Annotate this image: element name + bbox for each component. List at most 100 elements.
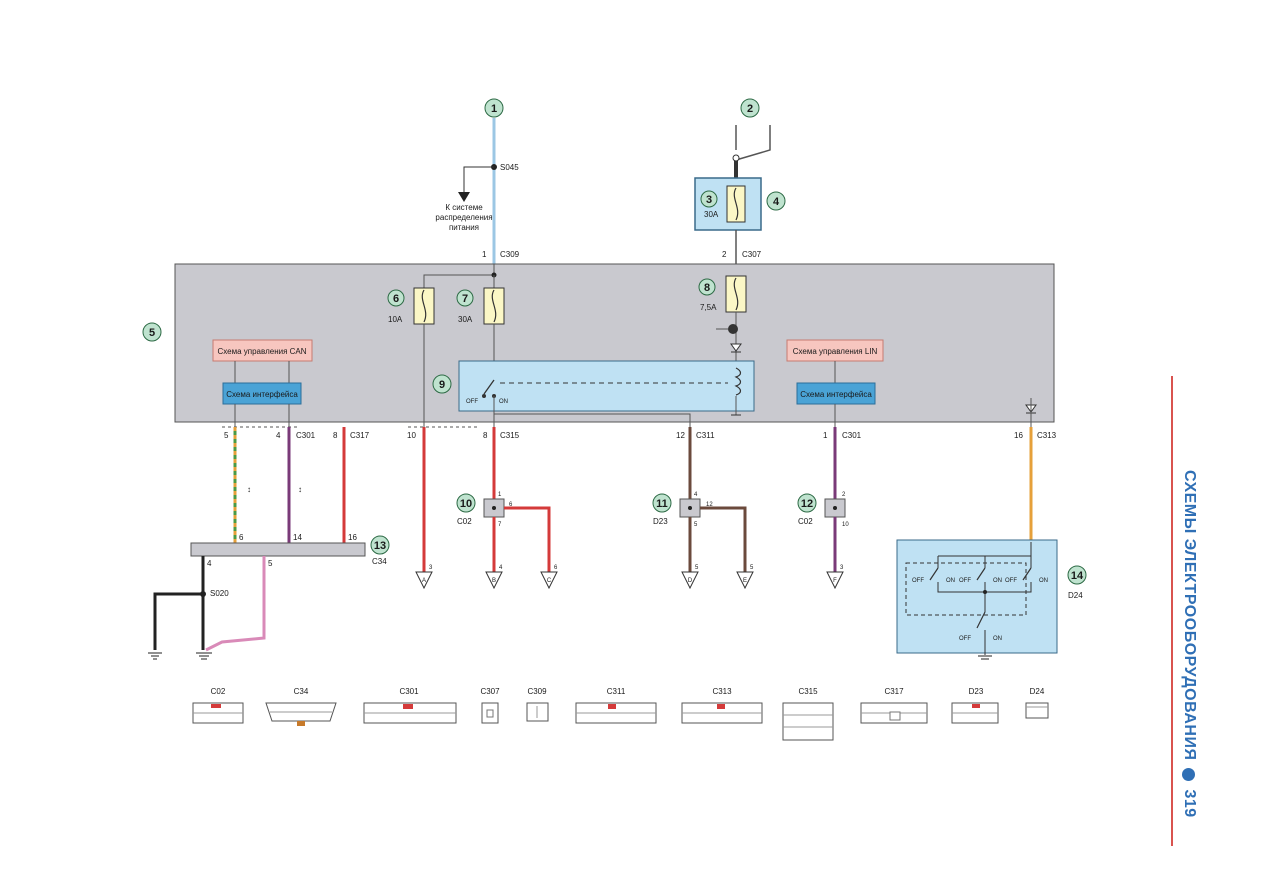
c02a-pin-6: 6: [509, 502, 513, 508]
svg-text:4: 4: [499, 565, 503, 571]
c02b-pin-10: 10: [842, 522, 849, 528]
d24-on-2: ON: [993, 578, 1002, 584]
side-title: СХЕМЫ ЭЛЕКТРООБОРУДОВАНИЯ 319: [1178, 470, 1200, 840]
section-title: СХЕМЫ ЭЛЕКТРООБОРУДОВАНИЯ: [1181, 470, 1198, 761]
relay-off-label: OFF: [466, 399, 478, 405]
svg-text:7: 7: [462, 293, 468, 305]
footer-connector-c317: C317: [860, 687, 928, 724]
svg-text:D: D: [688, 578, 693, 584]
connector-c313-label: C313: [1037, 431, 1057, 440]
callout-1: 1: [484, 98, 504, 118]
svg-text:D24: D24: [1030, 687, 1045, 696]
pin-16: 16: [1014, 431, 1023, 440]
ground-terminal-f: F 3: [826, 565, 844, 590]
callout-4: 4: [766, 191, 786, 211]
wire-c311-internal: [494, 413, 691, 427]
callout-2: 2: [740, 98, 760, 118]
pin-12: 12: [676, 431, 685, 440]
d24-on-3: ON: [1039, 578, 1048, 584]
connector-c301-label: C301: [296, 431, 316, 440]
can-control-label: Схема управления CAN: [217, 347, 306, 356]
svg-text:12: 12: [801, 498, 813, 510]
svg-text:B: B: [492, 578, 496, 584]
splice-s020-dot: [200, 591, 206, 597]
connector-c317-label: C317: [350, 431, 370, 440]
wire-s020-branch: [153, 592, 203, 650]
ground-terminal-b: B 4: [485, 565, 503, 590]
relay-contact-off-dot: [482, 394, 486, 398]
can-interface-label: Схема интерфейса: [226, 390, 298, 399]
internal-bus-1: [423, 264, 495, 290]
relay-on-label: ON: [499, 399, 508, 405]
wire-c34-pink: [205, 556, 266, 652]
d24-on-1: ON: [946, 578, 955, 584]
svg-text:C313: C313: [712, 687, 732, 696]
svg-text:8: 8: [704, 282, 710, 294]
fuse-3-rating: 30A: [704, 210, 719, 219]
ground-terminal-c: C 6: [540, 565, 558, 590]
svg-text:C307: C307: [480, 687, 500, 696]
svg-text:5: 5: [149, 327, 155, 339]
note-line-2: распределения: [435, 213, 492, 222]
callout-7: 7: [456, 289, 474, 307]
c34-pin-16: 16: [348, 533, 357, 542]
ground-terminal-d: D 5: [681, 565, 699, 590]
d24-contact-4: [976, 611, 986, 629]
pin-8a: 8: [333, 431, 338, 440]
footer-connector-c311: C311: [575, 687, 657, 724]
d24-dashed-link: [905, 562, 1027, 616]
wire-c02a-to-c: [504, 506, 551, 572]
pin-1-top: 1: [482, 250, 487, 259]
d24-off-2: OFF: [959, 578, 971, 584]
c34-pin-4: 4: [207, 559, 212, 568]
footer-connector-d24: D24: [1025, 687, 1049, 719]
svg-text:C34: C34: [294, 687, 309, 696]
junction-d23-a-dot: [688, 506, 692, 510]
svg-text:4: 4: [773, 196, 780, 208]
page-number: 319: [1181, 789, 1198, 818]
pin-8b: 8: [483, 431, 488, 440]
d24-junction-dot: [983, 590, 987, 594]
footer-connector-c02: C02: [192, 687, 244, 724]
footer-connector-c307: C307: [480, 687, 500, 724]
fuse-6-rating: 10A: [388, 315, 403, 324]
connector-c315-label: C315: [500, 431, 520, 440]
note-line-1: К системе: [445, 203, 483, 212]
connector-c34-bar: [190, 542, 366, 557]
svg-text:C311: C311: [607, 687, 626, 696]
footer-connector-c301: C301: [363, 687, 457, 724]
splice-feed-2-dot: [732, 154, 740, 162]
connector-c309-label: C309: [500, 250, 520, 259]
callout-11: 11: [652, 493, 672, 513]
svg-text:14: 14: [1071, 570, 1084, 582]
twist-arrow-a-icon: ↕: [247, 485, 251, 494]
svg-text:1: 1: [491, 103, 497, 115]
svg-text:6: 6: [554, 565, 558, 571]
footer-connector-c309: C309: [526, 687, 549, 722]
callout-9: 9: [432, 374, 452, 394]
d24-on-4: ON: [993, 636, 1002, 642]
ground-terminal-a: A 3: [415, 565, 433, 590]
svg-text:F: F: [833, 578, 837, 584]
pin-10: 10: [407, 431, 416, 440]
wire-to-distribution: [463, 166, 494, 192]
can-interface-box: [222, 382, 302, 405]
svg-text:E: E: [743, 578, 747, 584]
callout-3: 3: [700, 190, 718, 208]
pin-2-top: 2: [722, 250, 727, 259]
c02b-pin-2: 2: [842, 492, 846, 498]
ground-icon-right: [196, 652, 212, 660]
d23-pin-4: 4: [694, 492, 698, 498]
c34-pin-6: 6: [239, 533, 244, 542]
callout-5: 5: [142, 322, 162, 342]
wire-d23-to-e: [700, 506, 747, 572]
svg-text:C315: C315: [798, 687, 818, 696]
svg-text:13: 13: [374, 540, 386, 552]
junction-c02-b-dot: [833, 506, 837, 510]
relay-contact: [483, 379, 495, 395]
footer-connector-c313: C313: [681, 687, 763, 724]
distribution-arrow-icon: [458, 192, 470, 202]
svg-text:2: 2: [747, 103, 753, 115]
callout-12: 12: [797, 493, 817, 513]
